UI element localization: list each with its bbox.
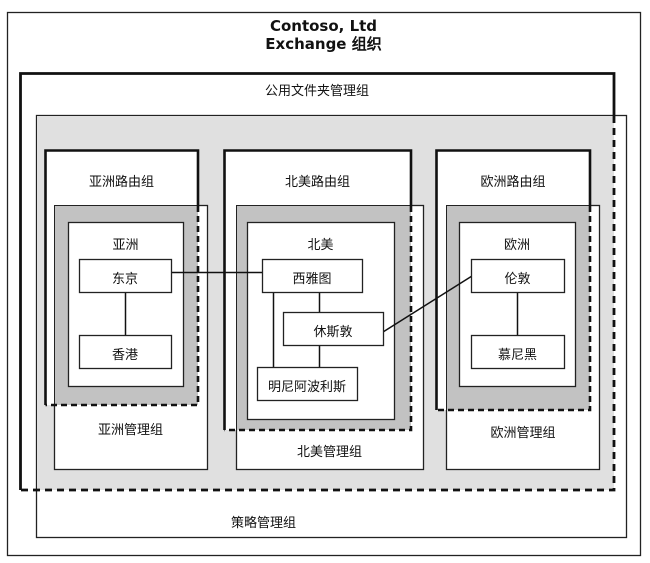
site-label-munich: 慕尼黑	[497, 348, 537, 363]
routing-group-top-europe	[436, 150, 590, 205]
admin-group-label-asia: 亚洲管理组	[97, 423, 163, 438]
routing-group-label-north-america: 北美路由组	[284, 175, 350, 190]
organization-title: Contoso, Ltd Exchange 组织	[7, 17, 640, 53]
policy-admin-group-label: 策略管理组	[230, 516, 296, 531]
routing-group-left-asia	[45, 150, 54, 405]
region-label-asia: 亚洲	[112, 238, 139, 253]
site-box-london	[470, 258, 566, 294]
site-label-london: 伦敦	[504, 272, 531, 287]
routing-group-dashed-edge-europe	[436, 206, 592, 412]
routing-group-top-north-america	[224, 150, 411, 205]
routing-group-top-asia	[45, 150, 198, 205]
link-houston-london	[382, 275, 473, 333]
routing-group-label-asia: 亚洲路由组	[88, 175, 154, 190]
routing-group-dashed-edge-asia	[45, 206, 200, 407]
routing-group-dashed-edge-north-america	[224, 206, 413, 432]
routing-group-left-north-america	[224, 150, 236, 430]
public-folder-admin-group-dashed-edge	[20, 116, 616, 492]
routing-group-left-europe	[436, 150, 446, 410]
region-label-north-america: 北美	[307, 238, 334, 253]
site-label-houston: 休斯敦	[313, 325, 353, 340]
routing-group-solid-edge-asia	[44, 149, 200, 405]
routing-group-solid-edge-north-america	[223, 149, 413, 430]
company-name: Contoso, Ltd	[269, 17, 378, 35]
site-box-minneapolis	[256, 366, 359, 402]
routing-group-label-europe: 欧洲路由组	[480, 175, 546, 190]
admin-group-label-europe: 欧洲管理组	[490, 426, 556, 441]
public-folder-admin-group-solid-edge	[19, 72, 616, 490]
site-label-seattle: 西雅图	[292, 272, 332, 287]
admin-group-label-north-america: 北美管理组	[296, 445, 362, 460]
public-folder-admin-group-label: 公用文件夹管理组	[264, 84, 369, 99]
routing-group-solid-edge-europe	[435, 149, 592, 410]
organization-subtitle: Exchange 组织	[265, 35, 382, 53]
site-box-munich	[470, 334, 566, 370]
site-box-hongkong	[78, 334, 173, 370]
site-label-minneapolis: 明尼阿波利斯	[267, 380, 346, 395]
site-label-tokyo: 东京	[111, 272, 138, 287]
site-box-houston	[282, 311, 385, 347]
site-box-seattle	[261, 258, 364, 294]
site-label-hongkong: 香港	[111, 348, 138, 363]
region-label-europe: 欧洲	[503, 238, 530, 253]
site-box-tokyo	[78, 258, 173, 294]
